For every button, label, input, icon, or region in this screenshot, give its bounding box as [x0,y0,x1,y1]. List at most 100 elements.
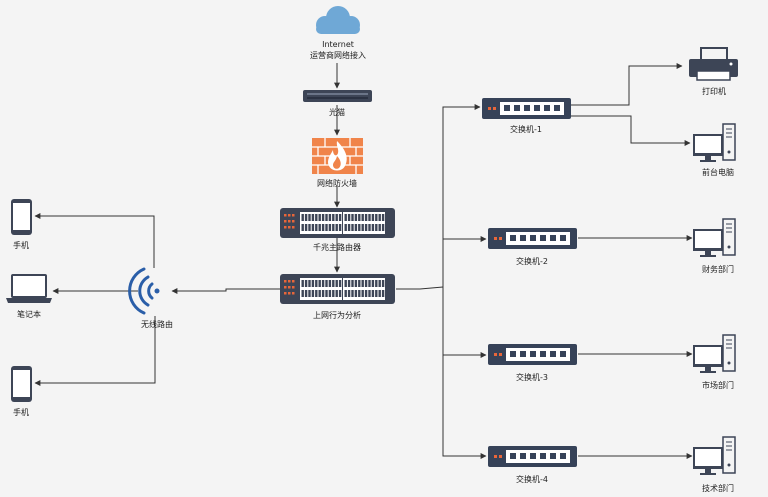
switch-icon [488,228,577,249]
port [318,214,321,221]
status-led [494,353,497,356]
port [375,224,378,231]
port [361,214,364,221]
port [530,453,536,459]
port [332,224,335,231]
port [358,280,361,287]
status-led [288,214,291,217]
port [347,280,351,287]
port [381,290,385,297]
port [325,224,328,231]
port [364,214,368,221]
router-icon [280,208,395,238]
port [344,224,347,231]
status-led [499,353,502,356]
behavior-analyzer-label: 上网行为分析 [313,310,361,320]
port [544,105,550,111]
status-led [488,107,491,110]
status-led [288,286,291,289]
switch-icon [488,344,577,365]
port [344,214,347,221]
port [540,235,546,241]
internet-label: Internet [322,40,354,49]
status-led [284,280,287,283]
status-led [292,220,295,223]
phone-top-label: 手机 [13,240,29,250]
desktop-pc-icon [693,123,736,162]
port [378,224,381,231]
phone-icon [11,199,32,235]
status-led [284,220,287,223]
port [328,280,332,287]
port [301,280,304,287]
port [534,105,540,111]
pc-tech-label: 技术部门 [702,483,734,493]
port [378,214,381,221]
status-led [292,226,295,229]
printer-label: 打印机 [702,86,726,96]
port [304,280,308,287]
behavior-analyzer-icon [280,274,395,304]
port [338,224,342,231]
port [338,280,342,287]
wireless-router-label: 无线路由 [141,319,173,329]
port [347,224,351,231]
port [354,214,358,221]
port [351,224,354,231]
port [328,290,332,297]
port [371,214,375,221]
port [354,290,358,297]
port [368,290,371,297]
port [328,224,332,231]
switch-1-label: 交换机-1 [510,124,542,134]
port [510,235,516,241]
port [364,290,368,297]
port [318,224,321,231]
port [338,290,342,297]
port [371,280,375,287]
port [325,290,328,297]
port [344,290,347,297]
port [311,290,315,297]
status-led [284,214,287,217]
status-led [292,280,295,283]
port [364,224,368,231]
port [311,224,315,231]
connection-lines [34,63,693,459]
port [318,290,321,297]
port [311,214,315,221]
desktop-pc-icon [693,218,736,257]
switch-icon [482,98,571,119]
status-led [288,280,291,283]
status-led [284,286,287,289]
port [351,280,354,287]
port [332,214,335,221]
status-led [494,455,497,458]
port [335,290,338,297]
port [321,290,325,297]
desktop-pc-icon [693,334,736,373]
port [338,214,342,221]
firewall-icon [312,138,363,174]
pc-finance-label: 财务部门 [702,264,734,274]
port [325,214,328,221]
port [335,214,338,221]
cloud-icon [316,6,360,34]
port [325,280,328,287]
switch-3-label: 交换机-3 [516,372,548,382]
desktop-pc-icon [693,436,736,475]
port [510,351,516,357]
port [308,290,311,297]
port [540,453,546,459]
port [368,214,371,221]
core-router-label: 千兆主路由器 [313,242,361,252]
switch-2-label: 交换机-2 [516,256,548,266]
port [332,280,335,287]
status-led [292,292,295,295]
port [361,224,364,231]
port [321,214,325,221]
port [375,214,378,221]
port [550,453,556,459]
port [347,290,351,297]
